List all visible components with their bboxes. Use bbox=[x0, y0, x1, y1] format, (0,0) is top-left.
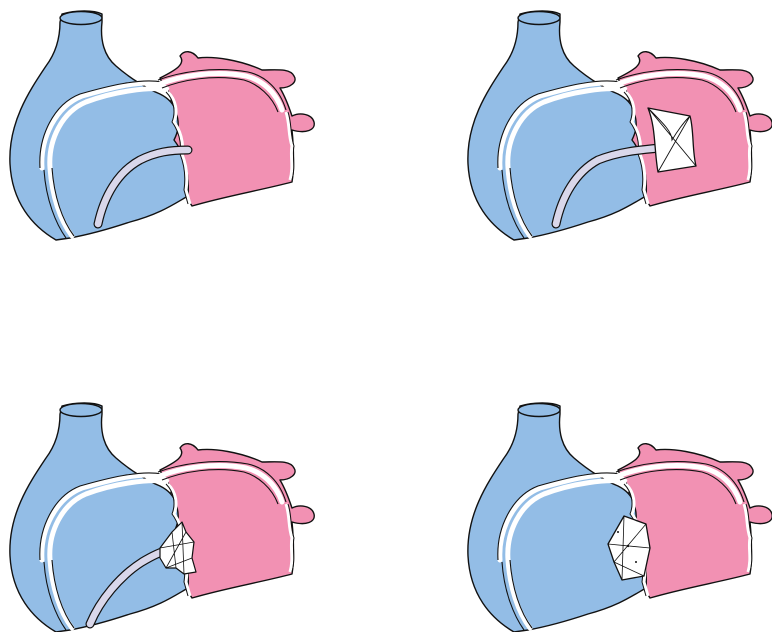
heart-cross-section bbox=[468, 11, 772, 240]
heart-cross-section bbox=[10, 11, 314, 240]
panel-top-left bbox=[10, 11, 314, 240]
panel-top-right bbox=[468, 11, 772, 240]
heart-cross-section bbox=[10, 403, 314, 632]
panel-bottom-left bbox=[10, 403, 314, 632]
panel-bottom-right bbox=[468, 403, 772, 632]
heart-cross-section bbox=[468, 403, 772, 632]
